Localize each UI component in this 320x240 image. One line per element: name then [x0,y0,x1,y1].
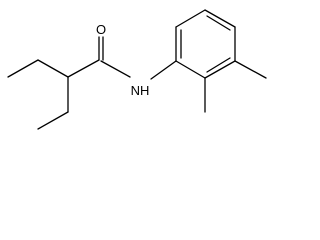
molecule-structure-diagram: O NH [7,9,267,130]
bond-nitrogen-to-ring [150,60,177,80]
bond-ring-inner-3 [206,57,231,73]
bond-ring-6 [175,60,206,79]
bond-alpha-to-carbonyl [67,59,100,78]
bond-ethyl-upper-inner [37,59,69,78]
bond-methyl-meta [234,60,267,79]
bond-ring-inner-2 [206,15,231,31]
bond-ethyl-lower-terminal [37,111,69,130]
bond-ring-3 [204,9,236,28]
oxygen-label: O [96,22,106,37]
bond-carbonyl-to-nitrogen [100,60,131,78]
bond-ring-5 [204,60,236,79]
bond-ring-2 [175,9,206,28]
bond-ethyl-upper-terminal [7,59,39,78]
nitrogen-label: NH [131,83,150,98]
